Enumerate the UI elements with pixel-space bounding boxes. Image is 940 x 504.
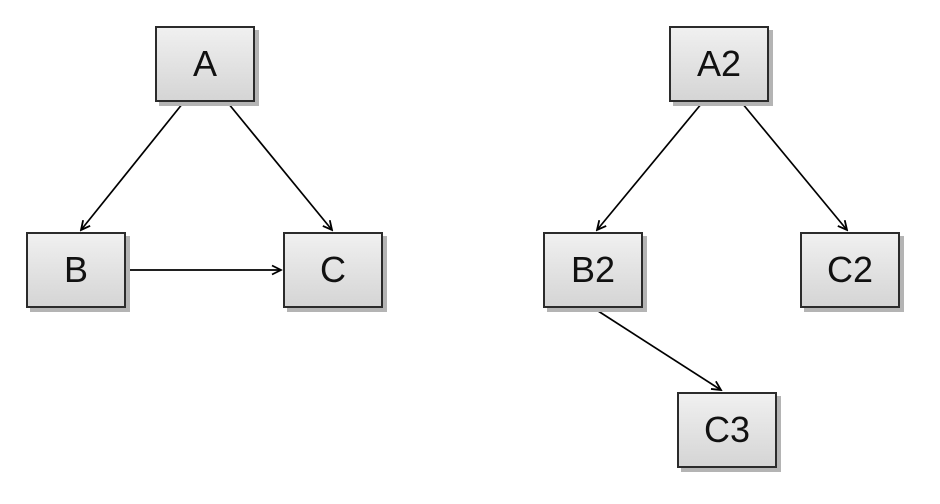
diagram-node-a[interactable]: A bbox=[155, 26, 255, 102]
diagram-node-b[interactable]: B bbox=[26, 232, 126, 308]
node-label-c: C bbox=[320, 249, 346, 290]
diagram-node-c[interactable]: C bbox=[283, 232, 383, 308]
diagram-node-b2[interactable]: B2 bbox=[543, 232, 643, 308]
diagram-node-c3[interactable]: C3 bbox=[677, 392, 777, 468]
node-label-a2: A2 bbox=[696, 43, 742, 84]
diagram-node-a2[interactable]: A2 bbox=[669, 26, 769, 102]
node-label-c3: C3 bbox=[703, 409, 751, 450]
node-label-a: A bbox=[192, 43, 217, 84]
node-label-b: B bbox=[63, 249, 88, 290]
node-label-c2: C2 bbox=[826, 249, 874, 290]
node-label-b2: B2 bbox=[570, 249, 616, 290]
diagram-node-c2[interactable]: C2 bbox=[800, 232, 900, 308]
